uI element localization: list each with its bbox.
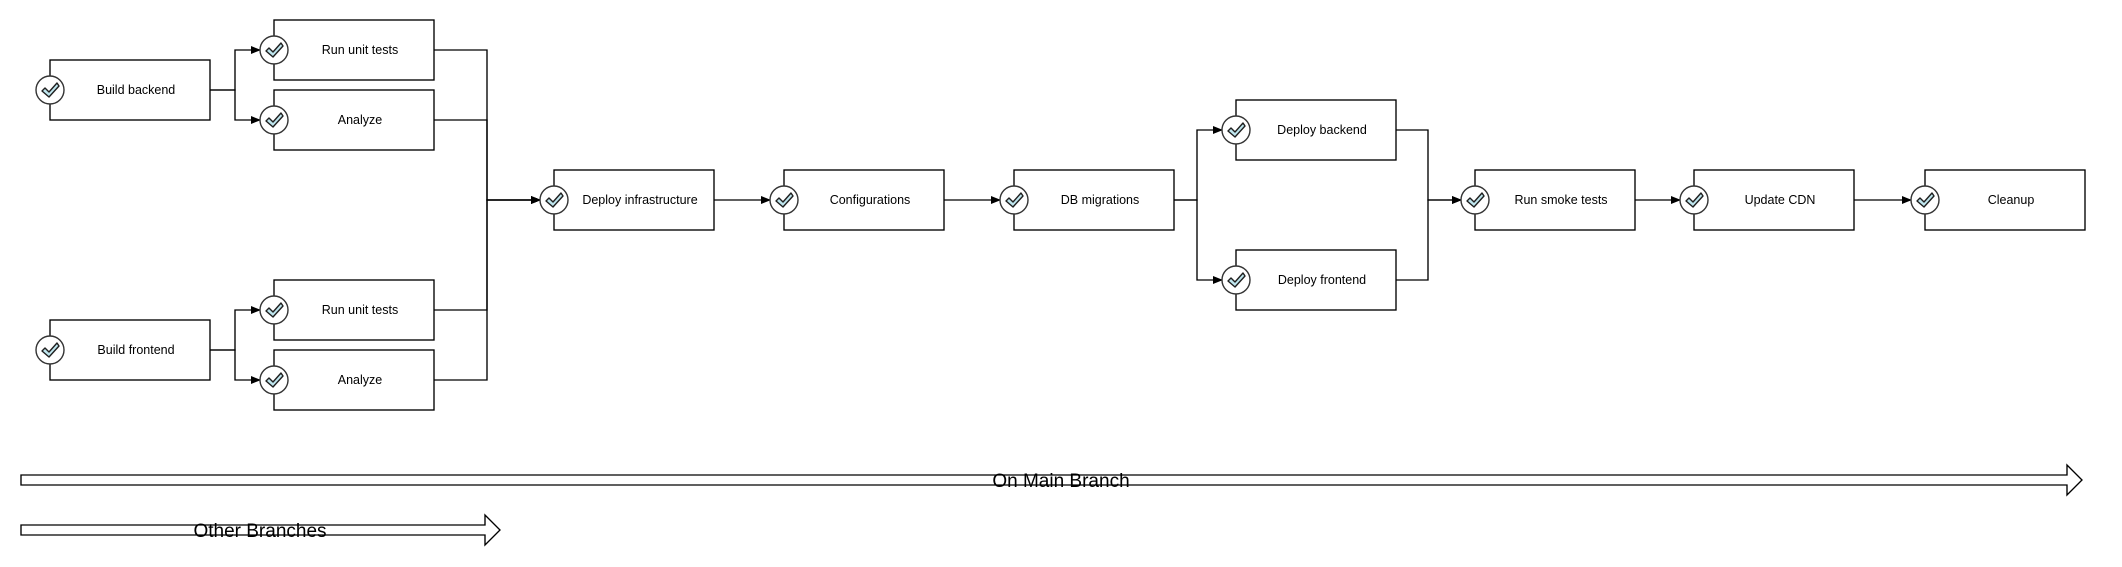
edge-build-backend-to-be-analyze (210, 89, 261, 124)
node-label: Deploy infrastructure (582, 193, 697, 207)
check-circle-icon (1221, 115, 1251, 145)
edge-build-backend-to-be-unit-tests (210, 46, 261, 91)
node-label: Run smoke tests (1514, 193, 1607, 207)
check-circle-icon (35, 335, 65, 365)
band-main-branch: On Main Branch (20, 463, 2083, 497)
node-fe-unit-tests[interactable]: Run unit tests (259, 279, 435, 341)
check-circle-icon (1460, 185, 1490, 215)
node-label: Analyze (338, 373, 383, 387)
node-box (49, 319, 211, 381)
node-deploy-frontend[interactable]: Deploy frontend (1221, 249, 1397, 311)
node-be-unit-tests[interactable]: Run unit tests (259, 19, 435, 81)
node-label: Update CDN (1745, 193, 1816, 207)
check-circle-icon (1679, 185, 1709, 215)
node-box (1013, 169, 1175, 231)
node-box (273, 89, 435, 151)
node-label: DB migrations (1061, 193, 1140, 207)
node-box (273, 349, 435, 411)
node-fe-analyze[interactable]: Analyze (259, 349, 435, 411)
node-label: Run unit tests (322, 43, 398, 57)
check-circle-icon (769, 185, 799, 215)
node-run-smoke-tests[interactable]: Run smoke tests (1460, 169, 1636, 231)
node-label: Deploy frontend (1278, 273, 1366, 287)
band-label: On Main Branch (992, 471, 1129, 492)
node-update-cdn[interactable]: Update CDN (1679, 169, 1855, 231)
edge-db-migrations-to-deploy-backend (1174, 126, 1223, 201)
edge-be-analyze-to-deploy-infrastructure (434, 119, 541, 204)
node-box (1235, 99, 1397, 161)
check-circle-icon (259, 365, 289, 395)
node-label: Deploy backend (1277, 123, 1367, 137)
check-circle-icon (259, 35, 289, 65)
node-label: Analyze (338, 113, 383, 127)
node-box (783, 169, 945, 231)
check-circle-icon (35, 75, 65, 105)
check-circle-icon (259, 295, 289, 325)
band-other-branch: Other Branches (20, 513, 501, 547)
node-box (1235, 249, 1397, 311)
node-box (1924, 169, 2086, 231)
check-circle-icon (1221, 265, 1251, 295)
node-label: Build frontend (97, 343, 174, 357)
edge-fe-analyze-to-deploy-infrastructure (434, 196, 541, 381)
edge-deploy-backend-to-run-smoke-tests (1396, 129, 1462, 204)
edge-db-migrations-to-deploy-frontend (1174, 199, 1223, 284)
node-box (273, 19, 435, 81)
check-circle-icon (1910, 185, 1940, 215)
node-label: Run unit tests (322, 303, 398, 317)
check-circle-icon (539, 185, 569, 215)
check-circle-icon (999, 185, 1029, 215)
band-label: Other Branches (193, 521, 326, 542)
node-box (273, 279, 435, 341)
node-label: Configurations (830, 193, 911, 207)
node-box (1693, 169, 1855, 231)
node-box (49, 59, 211, 121)
node-cleanup[interactable]: Cleanup (1910, 169, 2086, 231)
node-be-analyze[interactable]: Analyze (259, 89, 435, 151)
check-circle-icon (259, 105, 289, 135)
edge-deploy-frontend-to-run-smoke-tests (1396, 196, 1462, 281)
node-box (553, 169, 715, 231)
edge-build-frontend-to-fe-unit-tests (210, 306, 261, 351)
edges-layer (210, 46, 1912, 384)
node-label: Cleanup (1988, 193, 2035, 207)
node-deploy-infrastructure[interactable]: Deploy infrastructure (539, 169, 715, 231)
node-build-frontend[interactable]: Build frontend (35, 319, 211, 381)
node-label: Build backend (97, 83, 176, 97)
node-configurations[interactable]: Configurations (769, 169, 945, 231)
node-build-backend[interactable]: Build backend (35, 59, 211, 121)
node-box (1474, 169, 1636, 231)
node-db-migrations[interactable]: DB migrations (999, 169, 1175, 231)
node-deploy-backend[interactable]: Deploy backend (1221, 99, 1397, 161)
edge-build-frontend-to-fe-analyze (210, 349, 261, 384)
